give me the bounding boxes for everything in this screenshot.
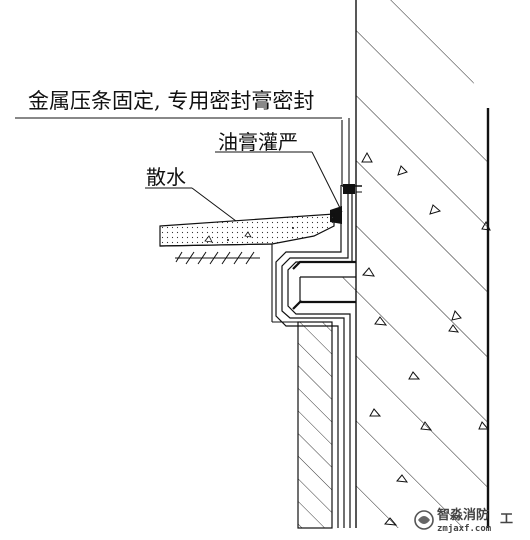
watermark: 智淼消防 zmjaxf.com 工	[414, 507, 513, 534]
concrete-wall	[300, 0, 490, 528]
waterproof-layer	[275, 185, 356, 528]
leader-lines	[15, 117, 343, 222]
metal-strip	[342, 184, 362, 194]
watermark-suffix: 工	[500, 512, 513, 527]
ground-hatch	[175, 251, 260, 265]
protective-wall	[297, 321, 333, 529]
apron-slab	[159, 213, 335, 323]
watermark-site: zmjaxf.com	[437, 523, 492, 534]
aggregate-marks	[361, 151, 491, 526]
wall-coating	[341, 118, 350, 186]
watermark-brand: 智淼消防	[437, 507, 489, 523]
label-apron: 散水	[146, 165, 186, 189]
label-oil-paste: 油膏灌严	[218, 130, 298, 154]
label-metal-strip: 金属压条固定, 专用密封膏密封	[28, 89, 314, 113]
